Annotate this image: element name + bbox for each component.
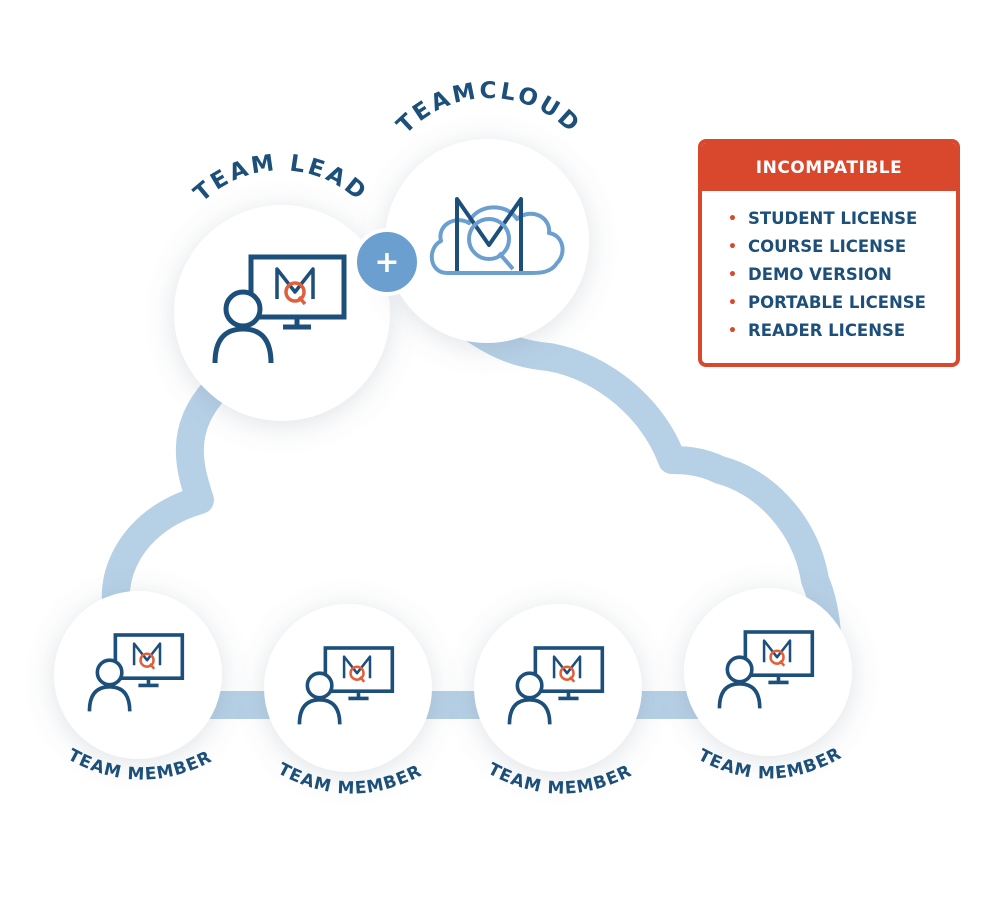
bullet-icon: • <box>728 267 737 283</box>
list-item: • PORTABLE LICENSE <box>728 289 956 317</box>
user-at-monitor-icon <box>717 630 815 709</box>
bullet-icon: • <box>728 211 737 227</box>
member-circle-2 <box>264 604 432 772</box>
list-item: • DEMO VERSION <box>728 261 956 289</box>
plus-icon: + <box>353 228 421 296</box>
user-at-monitor-icon <box>212 254 347 364</box>
member-circle-4 <box>684 588 852 756</box>
team-lead-circle <box>174 205 390 421</box>
bullet-icon: • <box>728 295 737 311</box>
list-item-label: PORTABLE LICENSE <box>748 293 926 312</box>
member-circle-1 <box>54 591 222 759</box>
team-lead-label: TEAM LEAD <box>189 150 373 207</box>
bullet-icon: • <box>728 323 737 339</box>
list-item: • READER LICENSE <box>728 317 956 345</box>
incompatible-panel: INCOMPATIBLE • STUDENT LICENSE • COURSE LI… <box>698 139 960 367</box>
user-at-monitor-icon <box>87 633 185 712</box>
incompatible-title: INCOMPATIBLE <box>702 143 956 191</box>
list-item-label: READER LICENSE <box>748 321 906 340</box>
member-circle-3 <box>474 604 642 772</box>
bullet-icon: • <box>728 239 737 255</box>
user-at-monitor-icon <box>507 646 605 725</box>
list-item: • COURSE LICENSE <box>728 233 956 261</box>
list-item-label: STUDENT LICENSE <box>748 209 918 228</box>
list-item: • STUDENT LICENSE <box>728 205 956 233</box>
list-item-label: COURSE LICENSE <box>748 237 907 256</box>
incompatible-list: • STUDENT LICENSE • COURSE LICENSE • DEMO V… <box>702 191 956 345</box>
list-item-label: DEMO VERSION <box>748 265 892 284</box>
cloud-ring <box>101 316 842 719</box>
user-at-monitor-icon <box>297 646 395 725</box>
teamcloud-label: TEAMCLOUD <box>392 78 586 139</box>
cloud-logo-icon <box>430 197 565 275</box>
plus-label: + <box>374 245 399 280</box>
